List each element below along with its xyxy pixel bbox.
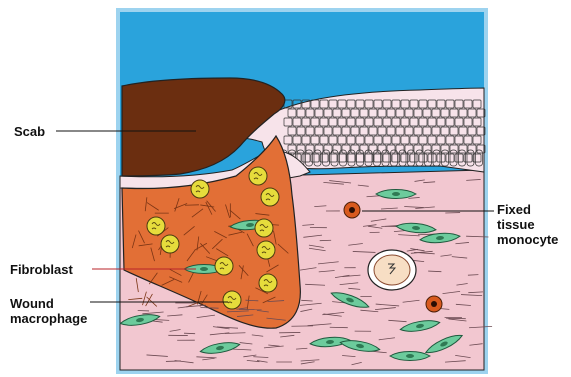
fibroblast-cell [390, 352, 430, 361]
label-monocyte-line-3: monocyte [497, 232, 558, 247]
label-fibroblast: Fibroblast [10, 262, 73, 277]
dermis-fiber [184, 333, 195, 334]
macrophage-cell [215, 257, 233, 275]
macrophage-cell [191, 180, 209, 198]
label-scab: Scab [14, 124, 45, 139]
macrophage-cell [223, 291, 241, 309]
macrophage-cell [249, 167, 267, 185]
macrophage-cell [161, 235, 179, 253]
label-wound-macrophage-line-2: macrophage [10, 311, 87, 326]
macrophage-cell [257, 241, 275, 259]
macrophage-cell [147, 217, 165, 235]
dermis-fiber [468, 275, 478, 276]
blood-vessel-icon [368, 250, 416, 290]
macrophage-cell [259, 274, 277, 292]
macrophage-cell [261, 188, 279, 206]
monocyte-cell [426, 296, 442, 312]
label-wound-macrophage: Wound macrophage [10, 296, 87, 326]
label-monocyte-line-1: Fixed [497, 202, 558, 217]
label-wound-macrophage-line-1: Wound [10, 296, 87, 311]
monocyte-cell [344, 202, 360, 218]
label-fixed-tissue-monocyte: Fixed tissue monocyte [497, 202, 558, 247]
macrophage-cell [255, 219, 273, 237]
label-monocyte-line-2: tissue [497, 217, 558, 232]
fibroblast-cell [376, 190, 416, 199]
